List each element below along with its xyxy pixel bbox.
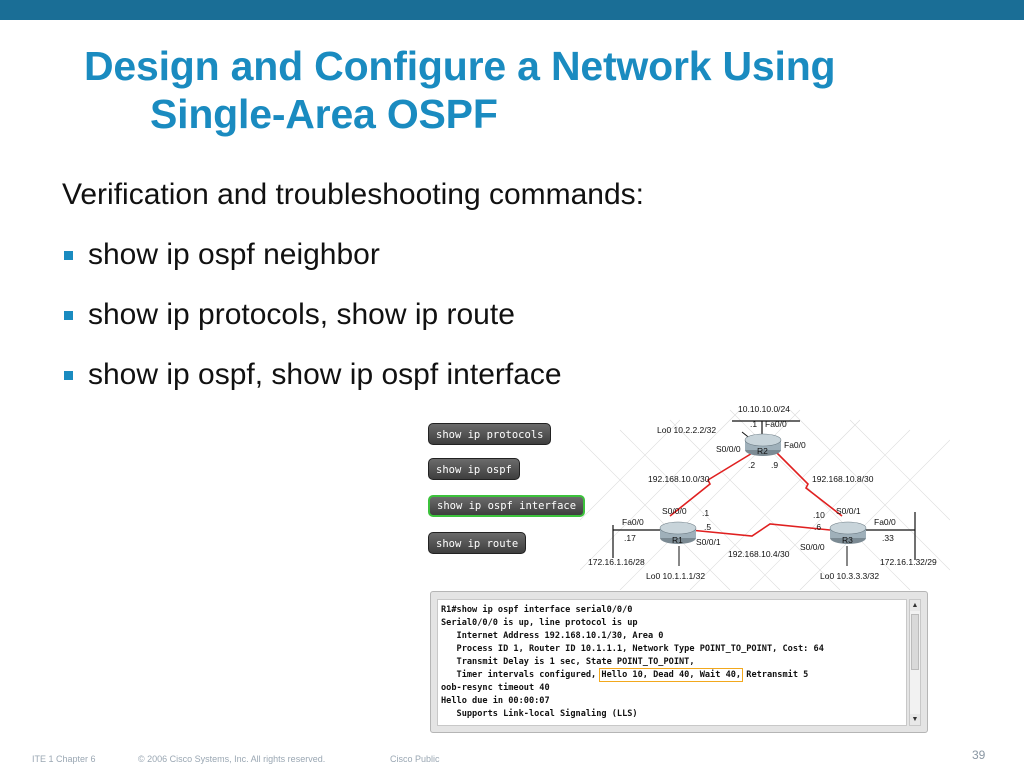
terminal-text: Retransmit 5 xyxy=(741,670,809,680)
r1-host1-label: .1 xyxy=(702,508,709,518)
r2-fa-label: Fa0/0 xyxy=(765,419,787,429)
page-number: 39 xyxy=(972,748,986,762)
r2-lan-label: 10.10.10.0/24 xyxy=(738,404,790,414)
bullet-text: show ip protocols, show ip route xyxy=(88,298,515,331)
r2-fa-label-2: Fa0/0 xyxy=(784,440,806,450)
terminal-line: Serial0/0/0 is up, line protocol is up xyxy=(441,618,638,628)
terminal-line: oob-resync timeout 40 xyxy=(441,683,550,693)
terminal-line: Hello due in 00:00:07 xyxy=(441,696,550,706)
terminal-line-timers: Timer intervals configured, Hello 10, De… xyxy=(441,668,809,682)
serial-links xyxy=(669,451,843,537)
bullet-item: show ip ospf, show ip ospf interface xyxy=(62,357,562,417)
terminal-scrollbar[interactable]: ▲ ▼ xyxy=(909,599,921,726)
bullet-text: show ip ospf neighbor xyxy=(88,238,380,271)
scroll-thumb[interactable] xyxy=(911,614,919,670)
footer-classification: Cisco Public xyxy=(390,754,440,764)
r3-fa-label: Fa0/0 xyxy=(874,517,896,527)
bullet-item: show ip ospf neighbor xyxy=(62,237,562,297)
r2-host2-label: .2 xyxy=(748,460,755,470)
title-line-2: Single-Area OSPF xyxy=(150,91,498,137)
terminal-line: Process ID 1, Router ID 10.1.1.1, Networ… xyxy=(441,644,824,654)
r1-s000-label: S0/0/0 xyxy=(662,506,687,516)
intro-text: Verification and troubleshooting command… xyxy=(62,178,645,211)
top-banner xyxy=(0,0,1024,20)
r1-host5-label: .5 xyxy=(704,522,711,532)
router-r2-label: R2 xyxy=(757,446,768,456)
network-r2-r3-label: 192.168.10.8/30 xyxy=(812,474,874,484)
terminal-window: R1#show ip ospf interface serial0/0/0 Se… xyxy=(430,591,928,733)
r3-s001-label: S0/0/1 xyxy=(836,506,861,516)
show-ip-ospf-button[interactable]: show ip ospf xyxy=(428,458,520,480)
bullet-text: show ip ospf, show ip ospf interface xyxy=(88,358,562,391)
router-r1[interactable]: R1 xyxy=(659,521,697,545)
r3-s000-label: S0/0/0 xyxy=(800,542,825,552)
terminal-output[interactable]: R1#show ip ospf interface serial0/0/0 Se… xyxy=(437,599,907,726)
background-grid xyxy=(580,409,950,590)
r3-lan-label: 172.16.1.32/29 xyxy=(880,557,937,567)
show-ip-protocols-button[interactable]: show ip protocols xyxy=(428,423,552,445)
r1-host17-label: .17 xyxy=(624,533,636,543)
r2-lan-host-label: .1 xyxy=(750,419,757,429)
bullet-square-icon xyxy=(64,251,73,260)
bullet-list: show ip ospf neighbor show ip protocols,… xyxy=(62,237,562,417)
bullet-item: show ip protocols, show ip route xyxy=(62,297,562,357)
footer-course: ITE 1 Chapter 6 xyxy=(32,754,96,764)
timer-highlight: Hello 10, Dead 40, Wait 40, xyxy=(599,668,744,682)
terminal-line: Internet Address 192.168.10.1/30, Area 0 xyxy=(441,631,664,641)
scroll-down-icon[interactable]: ▼ xyxy=(910,714,920,725)
r1-fa-label: Fa0/0 xyxy=(622,517,644,527)
r3-host6-label: .6 xyxy=(814,522,821,532)
r2-host9-label: .9 xyxy=(771,460,778,470)
show-ip-route-button[interactable]: show ip route xyxy=(428,532,527,554)
terminal-text: Timer intervals configured, xyxy=(441,670,602,680)
terminal-line: Supports Link-local Signaling (LLS) xyxy=(441,709,638,719)
network-r1-r2-label: 192.168.10.0/30 xyxy=(648,474,710,484)
network-topology-diagram: R2 R1 R3 10.10.10.0/24 .1 Fa0/0 Lo0 10.2… xyxy=(580,404,950,590)
slide-title: Design and Configure a Network Using Sin… xyxy=(84,42,836,138)
ethernet-links xyxy=(612,420,916,560)
scroll-up-icon[interactable]: ▲ xyxy=(910,600,920,611)
footer-copyright: © 2006 Cisco Systems, Inc. All rights re… xyxy=(138,754,326,764)
terminal-line: R1#show ip ospf interface serial0/0/0 xyxy=(441,605,633,615)
router-r1-label: R1 xyxy=(672,535,683,545)
title-line-1: Design and Configure a Network Using xyxy=(84,43,836,89)
network-r1-r3-label: 192.168.10.4/30 xyxy=(728,549,790,559)
r3-host10-label: .10 xyxy=(813,510,825,520)
r3-loopback-label: Lo0 10.3.3.3/32 xyxy=(820,571,879,581)
router-r3[interactable]: R3 xyxy=(829,521,867,545)
r3-host33-label: .33 xyxy=(882,533,894,543)
r2-s000-label: S0/0/0 xyxy=(716,444,741,454)
r1-loopback-label: Lo0 10.1.1.1/32 xyxy=(646,571,705,581)
bullet-square-icon xyxy=(64,311,73,320)
r1-s001-label: S0/0/1 xyxy=(696,537,721,547)
terminal-line: Transmit Delay is 1 sec, State POINT_TO_… xyxy=(441,657,695,667)
r2-loopback-label: Lo0 10.2.2.2/32 xyxy=(657,425,716,435)
show-ip-ospf-interface-button[interactable]: show ip ospf interface xyxy=(428,495,586,517)
bullet-square-icon xyxy=(64,371,73,380)
router-r3-label: R3 xyxy=(842,535,853,545)
router-r2[interactable]: R2 xyxy=(744,433,782,456)
r1-lan-label: 172.16.1.16/28 xyxy=(588,557,645,567)
topology-labels: 10.10.10.0/24 .1 Fa0/0 Lo0 10.2.2.2/32 S… xyxy=(588,404,937,581)
